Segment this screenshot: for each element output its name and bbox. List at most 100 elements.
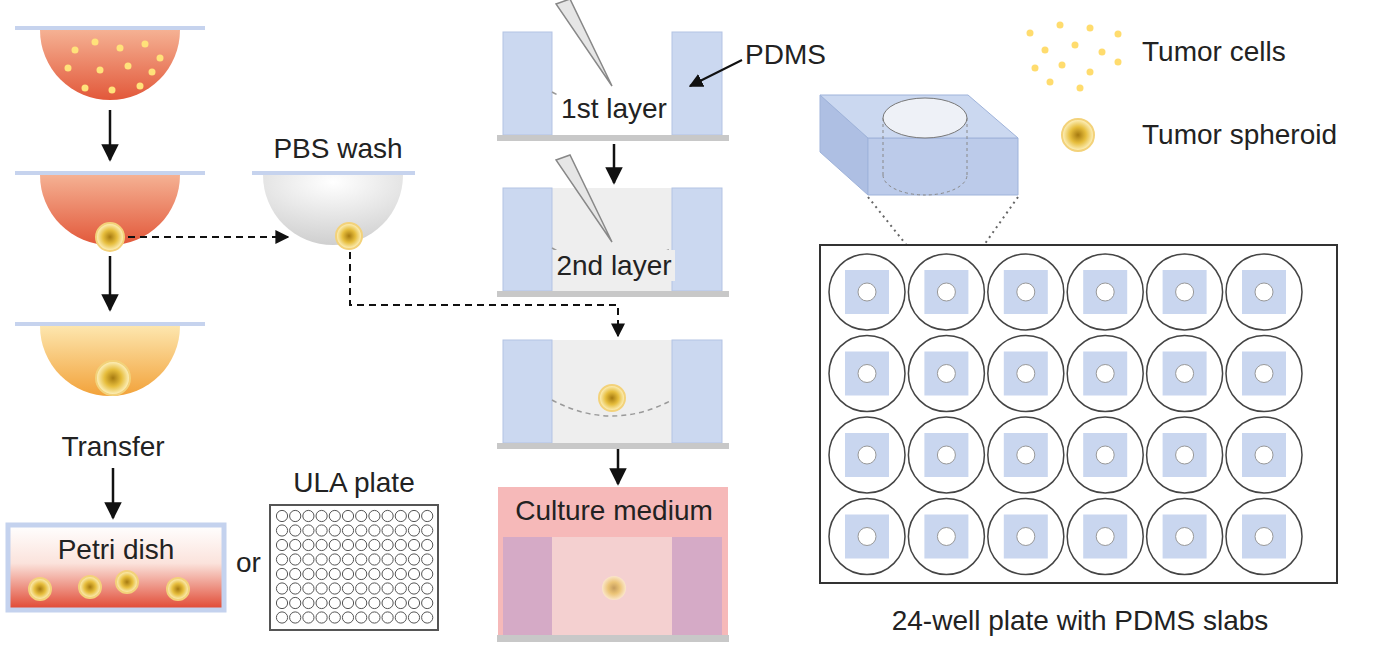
ula-well xyxy=(329,525,340,536)
plate-well xyxy=(845,433,889,477)
pdms-well xyxy=(503,32,552,135)
plate-well xyxy=(1017,528,1035,546)
ula-well xyxy=(422,597,433,608)
plate-well xyxy=(1083,515,1127,559)
pdms-well xyxy=(503,340,552,443)
plate-well xyxy=(1226,417,1302,493)
well-plate xyxy=(820,245,1337,583)
plate-well xyxy=(1226,499,1302,575)
ula-well xyxy=(369,612,380,623)
ula-well xyxy=(395,554,406,565)
well-plate: 24-well plate with PDMS slabs xyxy=(815,242,1345,642)
ula-well xyxy=(356,554,367,565)
hanging-drop xyxy=(15,28,205,100)
ula-well xyxy=(356,597,367,608)
pdms-slab xyxy=(868,138,1018,195)
plate-well xyxy=(1176,283,1194,301)
plate-well xyxy=(1226,417,1302,493)
ula-well xyxy=(369,568,380,579)
ula-well xyxy=(408,583,419,594)
pdms-well xyxy=(599,385,625,411)
plate-well xyxy=(924,270,968,314)
pbs-drop xyxy=(336,223,362,249)
pdms-well xyxy=(552,340,672,443)
ula-well xyxy=(356,583,367,594)
ula-well xyxy=(276,597,287,608)
plate-well xyxy=(908,417,984,493)
pdms-slab xyxy=(883,98,967,138)
plate-well xyxy=(1004,270,1048,314)
plate-well xyxy=(858,528,876,546)
plate-well xyxy=(1147,336,1223,412)
ula-plate xyxy=(270,505,438,630)
flow-arrow xyxy=(109,110,112,160)
pdms-well xyxy=(497,340,729,449)
ula-well xyxy=(369,539,380,550)
plate-well xyxy=(1083,352,1127,396)
ula-well xyxy=(303,539,314,550)
plate-well xyxy=(1242,270,1286,314)
pbs-drop xyxy=(252,171,415,175)
ula-well xyxy=(422,539,433,550)
plate-well xyxy=(829,336,905,412)
plate-well xyxy=(1176,446,1194,464)
plate-well xyxy=(1176,528,1194,546)
ula-well xyxy=(303,510,314,521)
ula-well xyxy=(276,568,287,579)
ula-well xyxy=(369,597,380,608)
plate-well xyxy=(1176,365,1194,383)
ula-well xyxy=(276,539,287,550)
ula-well xyxy=(422,554,433,565)
plate-well xyxy=(1226,254,1302,330)
plate-well xyxy=(988,254,1064,330)
culture-well xyxy=(503,537,552,635)
flow-arrow xyxy=(613,144,616,183)
ula-well xyxy=(329,568,340,579)
ula-well xyxy=(316,554,327,565)
ula-well xyxy=(342,554,353,565)
ula-well xyxy=(356,510,367,521)
ula-well xyxy=(395,510,406,521)
plate-well xyxy=(908,499,984,575)
ula-well xyxy=(290,597,301,608)
ula-well xyxy=(290,510,301,521)
petri-dish xyxy=(116,571,138,593)
plate-well xyxy=(1067,417,1143,493)
legend-sample xyxy=(1099,49,1106,56)
plate-well xyxy=(1017,283,1035,301)
node-label: Culture medium xyxy=(484,494,744,528)
plate-well xyxy=(1067,417,1143,493)
ula-well xyxy=(395,583,406,594)
ula-well xyxy=(276,554,287,565)
plate-well xyxy=(1004,515,1048,559)
plate-well xyxy=(845,515,889,559)
ula-well xyxy=(382,539,393,550)
plate-well xyxy=(988,499,1064,575)
ula-well xyxy=(382,568,393,579)
ula-well xyxy=(329,510,340,521)
plate-well xyxy=(1096,528,1114,546)
plate-well xyxy=(1017,446,1035,464)
legend-sample xyxy=(1077,85,1084,92)
ula-well xyxy=(290,612,301,623)
ula-well xyxy=(408,510,419,521)
ula-well xyxy=(303,597,314,608)
legend-sample xyxy=(1115,31,1122,38)
pdms-well xyxy=(503,188,552,291)
petri-dish xyxy=(167,578,189,600)
pdms-well xyxy=(497,135,729,141)
plate-well xyxy=(1163,270,1207,314)
legend-sample xyxy=(1072,42,1079,49)
node-label: Transfer xyxy=(38,430,188,464)
plate-well xyxy=(924,515,968,559)
pdms-well xyxy=(497,291,729,297)
ula-well xyxy=(369,583,380,594)
hanging-drop xyxy=(15,322,205,326)
plate-well xyxy=(1226,336,1302,412)
tumor-cells xyxy=(65,65,72,72)
legend-sample xyxy=(1042,47,1049,54)
ula-well xyxy=(329,583,340,594)
culture-well xyxy=(497,487,729,642)
plate-well xyxy=(1242,433,1286,477)
